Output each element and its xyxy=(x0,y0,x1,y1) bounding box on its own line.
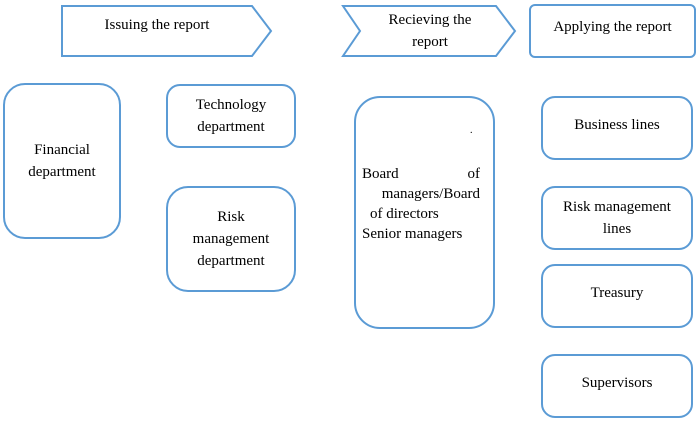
board-of-managers-box xyxy=(354,96,495,329)
issuing-header: Issuing the report xyxy=(62,6,252,44)
applying-header-text: Applying the report xyxy=(553,19,672,35)
technology-line2: department xyxy=(197,119,265,135)
supervisors-box: Supervisors xyxy=(541,354,693,418)
stray-dot: . xyxy=(470,125,473,136)
board-line2: managers/Board xyxy=(381,186,480,202)
of-word: of xyxy=(467,166,481,182)
applying-header: Applying the report xyxy=(530,5,695,49)
receiving-header-line2: report xyxy=(412,34,448,50)
business-lines-box: Business lines xyxy=(541,96,693,160)
issuing-header-text: Issuing the report xyxy=(104,17,210,33)
receiving-header-line1: Recieving the xyxy=(388,12,472,28)
technology-department-box: Technology department xyxy=(166,84,296,148)
risk-line1: Risk xyxy=(217,209,245,225)
supervisors-text: Supervisors xyxy=(581,375,653,391)
treasury-box: Treasury xyxy=(541,264,693,328)
board-line4: Senior managers xyxy=(362,226,463,242)
risk-line2: management xyxy=(192,231,270,247)
receiving-chevron-shape xyxy=(341,5,517,57)
board-of-managers-text: Board of managers/Board of directors Sen… xyxy=(362,164,480,244)
risk-management-department-box: Risk management department xyxy=(166,186,296,292)
financial-department-box: Financial department xyxy=(3,83,121,239)
applying-box-shape xyxy=(529,4,696,58)
risk-management-lines-box: Risk management lines xyxy=(541,186,693,250)
financial-line1: Financial xyxy=(34,142,90,158)
board-line1: Board of xyxy=(362,164,480,184)
issuing-arrow-shape xyxy=(61,5,273,57)
risk-lines-line1: Risk management xyxy=(563,199,671,215)
receiving-header: Recieving the report xyxy=(360,6,500,56)
technology-line1: Technology xyxy=(195,97,267,113)
financial-line2: department xyxy=(28,164,96,180)
risk-line3: department xyxy=(197,253,265,269)
business-lines-text: Business lines xyxy=(574,117,660,133)
board-line3: of directors xyxy=(370,206,439,222)
treasury-text: Treasury xyxy=(590,285,644,301)
risk-lines-line2: lines xyxy=(602,221,632,237)
board-word: Board xyxy=(362,166,399,182)
